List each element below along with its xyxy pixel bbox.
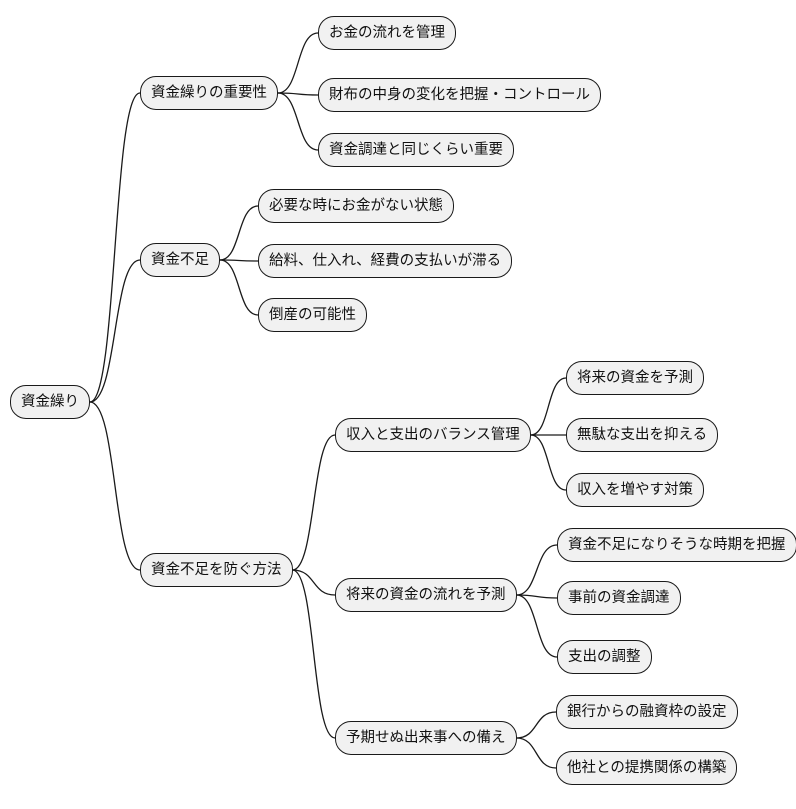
connector-line [277,92,319,151]
connector-line [89,401,141,571]
connector-line [516,594,558,599]
node-grasp-wallet-changes[interactable]: 財布の中身の変化を把握・コントロール [318,77,601,113]
connector-line [516,711,557,739]
node-advance-financing[interactable]: 事前の資金調達 [557,580,681,616]
node-reduce-wasteful-spending[interactable]: 無駄な支出を抑える [566,417,719,453]
connector-line [219,205,259,261]
connector-line [277,32,319,94]
connector-line [219,259,259,262]
node-bank-credit-line[interactable]: 銀行からの融資枠の設定 [556,694,738,730]
connector-line [292,434,336,571]
node-risk-of-bankruptcy[interactable]: 倒産の可能性 [258,297,367,333]
node-partnerships-with-other-companies[interactable]: 他社との提携関係の構築 [556,750,738,786]
connector-line [219,259,259,316]
connector-line [516,737,557,769]
node-ways-to-prevent-shortage[interactable]: 資金不足を防ぐ方法 [140,552,293,588]
node-identify-shortage-periods[interactable]: 資金不足になりそうな時期を把握 [557,527,796,563]
connector-line [516,544,558,596]
node-cash-shortage[interactable]: 資金不足 [140,242,220,278]
node-root[interactable]: 資金繰り [10,384,90,420]
connector-line [277,92,319,96]
connector-line [89,259,141,403]
node-income-expense-balance[interactable]: 収入と支出のバランス管理 [335,417,531,453]
node-payments-delayed[interactable]: 給料、仕入れ、経費の支払いが滞る [258,243,513,279]
connector-line [530,434,567,491]
connector-line [292,569,336,596]
node-forecast-future-funds[interactable]: 将来の資金を予測 [566,360,704,396]
connector-line [89,92,141,403]
node-forecast-future-cash-flow[interactable]: 将来の資金の流れを予測 [335,577,517,613]
connector-line [516,594,558,658]
node-as-important-as-financing[interactable]: 資金調達と同じくらい重要 [318,132,514,168]
node-adjust-spending[interactable]: 支出の調整 [557,639,652,675]
node-importance-of-cash-flow[interactable]: 資金繰りの重要性 [140,75,278,111]
node-manage-money-flow[interactable]: お金の流れを管理 [318,15,456,51]
node-prepare-for-unexpected[interactable]: 予期せぬ出来事への備え [335,720,517,756]
connector-line [530,377,567,436]
node-measures-to-increase-income[interactable]: 収入を増やす対策 [566,472,704,508]
connector-line [292,569,336,739]
node-no-money-when-needed[interactable]: 必要な時にお金がない状態 [258,188,454,224]
